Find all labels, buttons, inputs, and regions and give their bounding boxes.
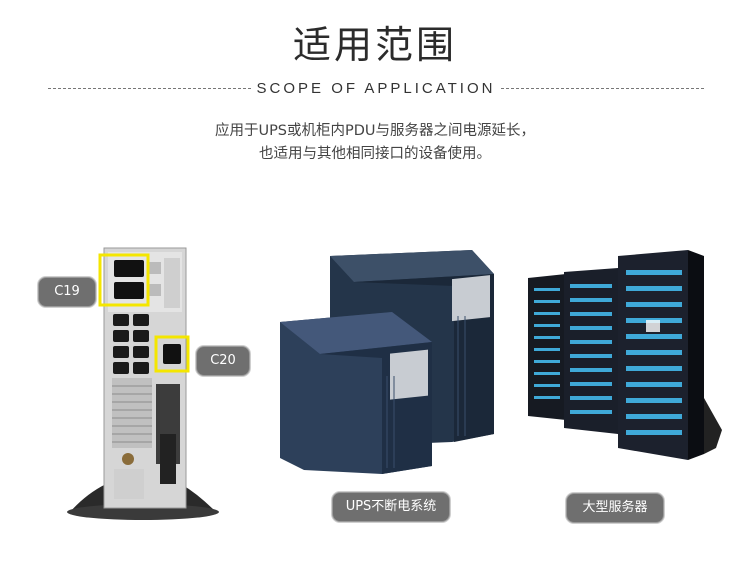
label-server: 大型服务器 [566,493,664,523]
description-line-2: 也适用与其他相同接口的设备使用。 [259,146,491,162]
label-c20: C20 [196,346,250,376]
page-subtitle: SCOPE OF APPLICATION [256,79,496,97]
label-c19: C19 [38,277,96,307]
server-rack-image [528,250,722,460]
description-line-1: 应用于UPS或机柜内PDU与服务器之间电源延长， [214,123,536,139]
label-ups: UPS不断电系统 [332,492,450,522]
subtitle-row: SCOPE OF APPLICATION [48,78,704,98]
description: 应用于UPS或机柜内PDU与服务器之间电源延长， 也适用与其他相同接口的设备使用… [0,120,750,166]
page-title: 适用范围 [292,23,457,67]
ups-system-image [280,250,494,474]
divider-left [48,87,251,89]
divider-right [501,87,704,89]
ups-rear-panel-image [67,247,219,520]
